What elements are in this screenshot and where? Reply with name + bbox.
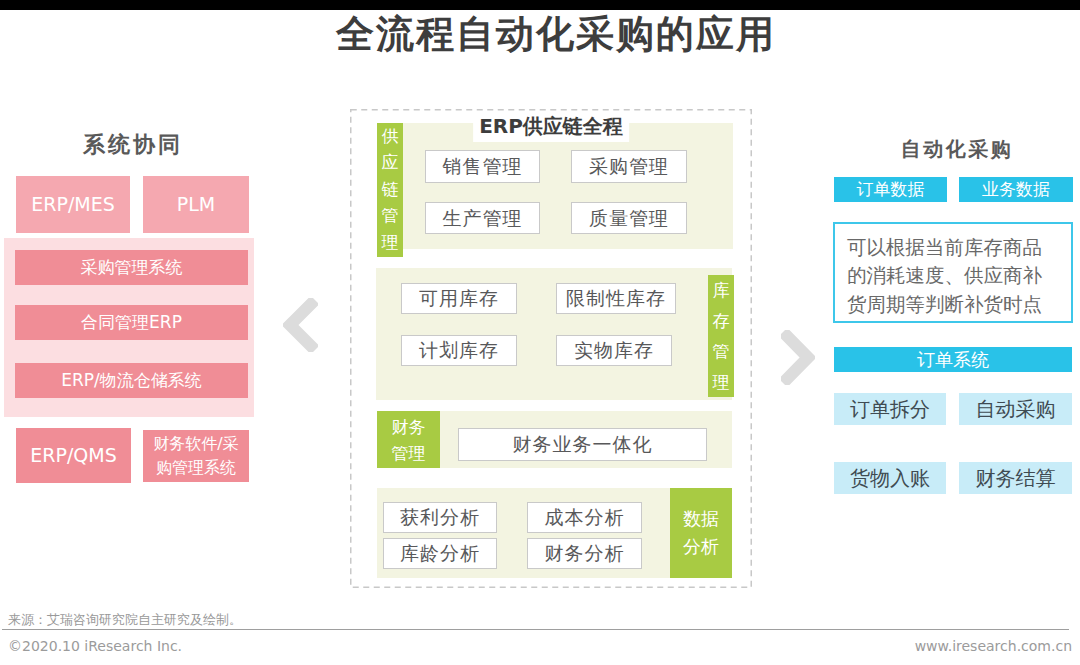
left-group-container: 采购管理系统 合同管理ERP ERP/物流仓储系统 [4,238,254,417]
box-contract-mgmt-erp: 合同管理ERP [15,305,248,340]
box-finance-analysis: 财务分析 [527,538,642,569]
box-order-system: 订单系统 [834,347,1072,372]
box-finance-business-integration: 财务业务一体化 [458,428,707,461]
box-cost-analysis: 成本分析 [527,502,642,533]
right-section-header: 自动化采购 [838,136,1076,163]
box-profit-analysis: 获利分析 [383,502,497,533]
website: www.iresearch.com.cn [915,638,1072,654]
box-finance-settlement: 财务结算 [959,462,1072,494]
box-finance-software: 财务软件/采 购管理系统 [143,430,249,482]
box-plm: PLM [143,176,249,233]
box-auto-purchase: 自动采购 [959,393,1072,425]
box-goods-entry: 货物入账 [834,462,946,494]
box-production-mgmt: 生产管理 [425,202,540,234]
box-procurement-mgmt: 采购管理系统 [15,250,248,285]
box-erp-qms: ERP/QMS [16,428,131,483]
left-section-header: 系统协同 [8,130,258,160]
box-quality-mgmt: 质量管理 [571,202,687,234]
box-purchase-mgmt: 采购管理 [571,150,687,183]
label-data-analysis: 数据分析 [670,488,732,578]
note-box: 可以根据当前库存商品 的消耗速度、供应商补 货周期等判断补货时点 [833,222,1073,323]
chevron-left-icon [283,298,318,352]
label-inventory-mgmt: 库存管理 [708,275,734,397]
box-planned-inventory: 计划库存 [401,335,517,366]
chevron-right-icon [781,330,815,385]
label-supply-chain-mgmt: 供应链管理 [377,123,403,257]
box-restricted-inventory: 限制性库存 [556,283,676,314]
box-inventory-age-analysis: 库龄分析 [383,538,497,569]
box-order-split: 订单拆分 [834,393,946,425]
box-sales-mgmt: 销售管理 [425,150,540,183]
box-order-data: 订单数据 [834,177,947,202]
footer-divider [2,629,1069,630]
page-title: 全流程自动化采购的应用 [336,9,776,60]
box-available-inventory: 可用库存 [401,283,517,314]
copyright: ©2020.10 iResearch Inc. [8,638,182,654]
label-finance-mgmt: 财务管理 [377,411,440,468]
center-title: ERP供应链全程 [473,111,629,142]
box-business-data: 业务数据 [959,177,1073,202]
box-erp-mes: ERP/MES [16,176,130,233]
box-erp-logistics: ERP/物流仓储系统 [15,363,248,398]
box-physical-inventory: 实物库存 [556,335,672,366]
source-note: 来源：艾瑞咨询研究院自主研究及绘制。 [8,611,242,629]
